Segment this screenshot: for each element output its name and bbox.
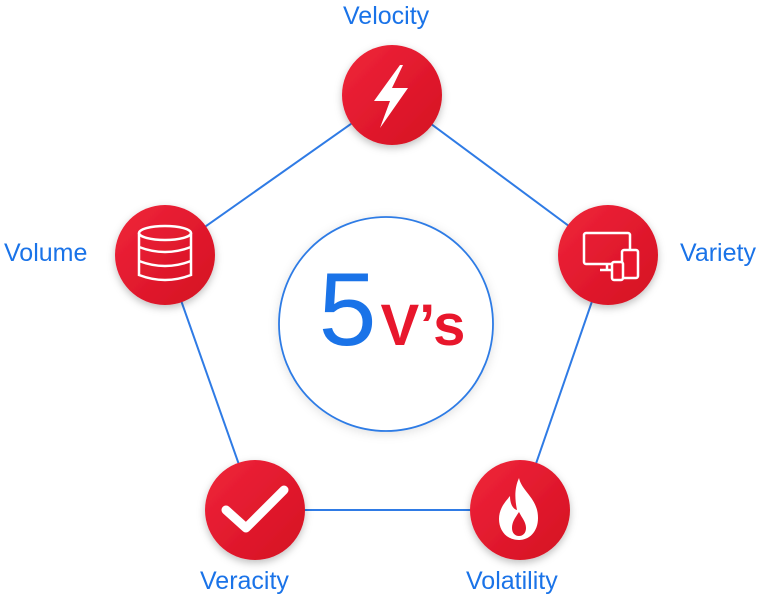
veracity-node <box>205 460 305 560</box>
flame-icon <box>499 478 538 540</box>
center-suffix: V’s <box>380 293 466 358</box>
database-icon <box>137 224 193 282</box>
lightning-bolt-icon <box>374 65 408 128</box>
volume-node <box>115 205 215 305</box>
veracity-label: Veracity <box>200 567 289 595</box>
volatility-label: Volatility <box>466 567 558 595</box>
devices-icon <box>582 231 640 282</box>
volume-label: Volume <box>4 239 88 267</box>
center-number: 5 <box>318 252 377 368</box>
variety-node <box>558 205 658 305</box>
center-circle <box>278 216 494 432</box>
velocity-label: Velocity <box>343 2 430 30</box>
velocity-node <box>342 45 442 145</box>
center-title: 5 V’s <box>282 258 502 378</box>
checkmark-icon <box>221 485 289 533</box>
volatility-node <box>470 460 570 560</box>
variety-label: Variety <box>680 239 756 267</box>
